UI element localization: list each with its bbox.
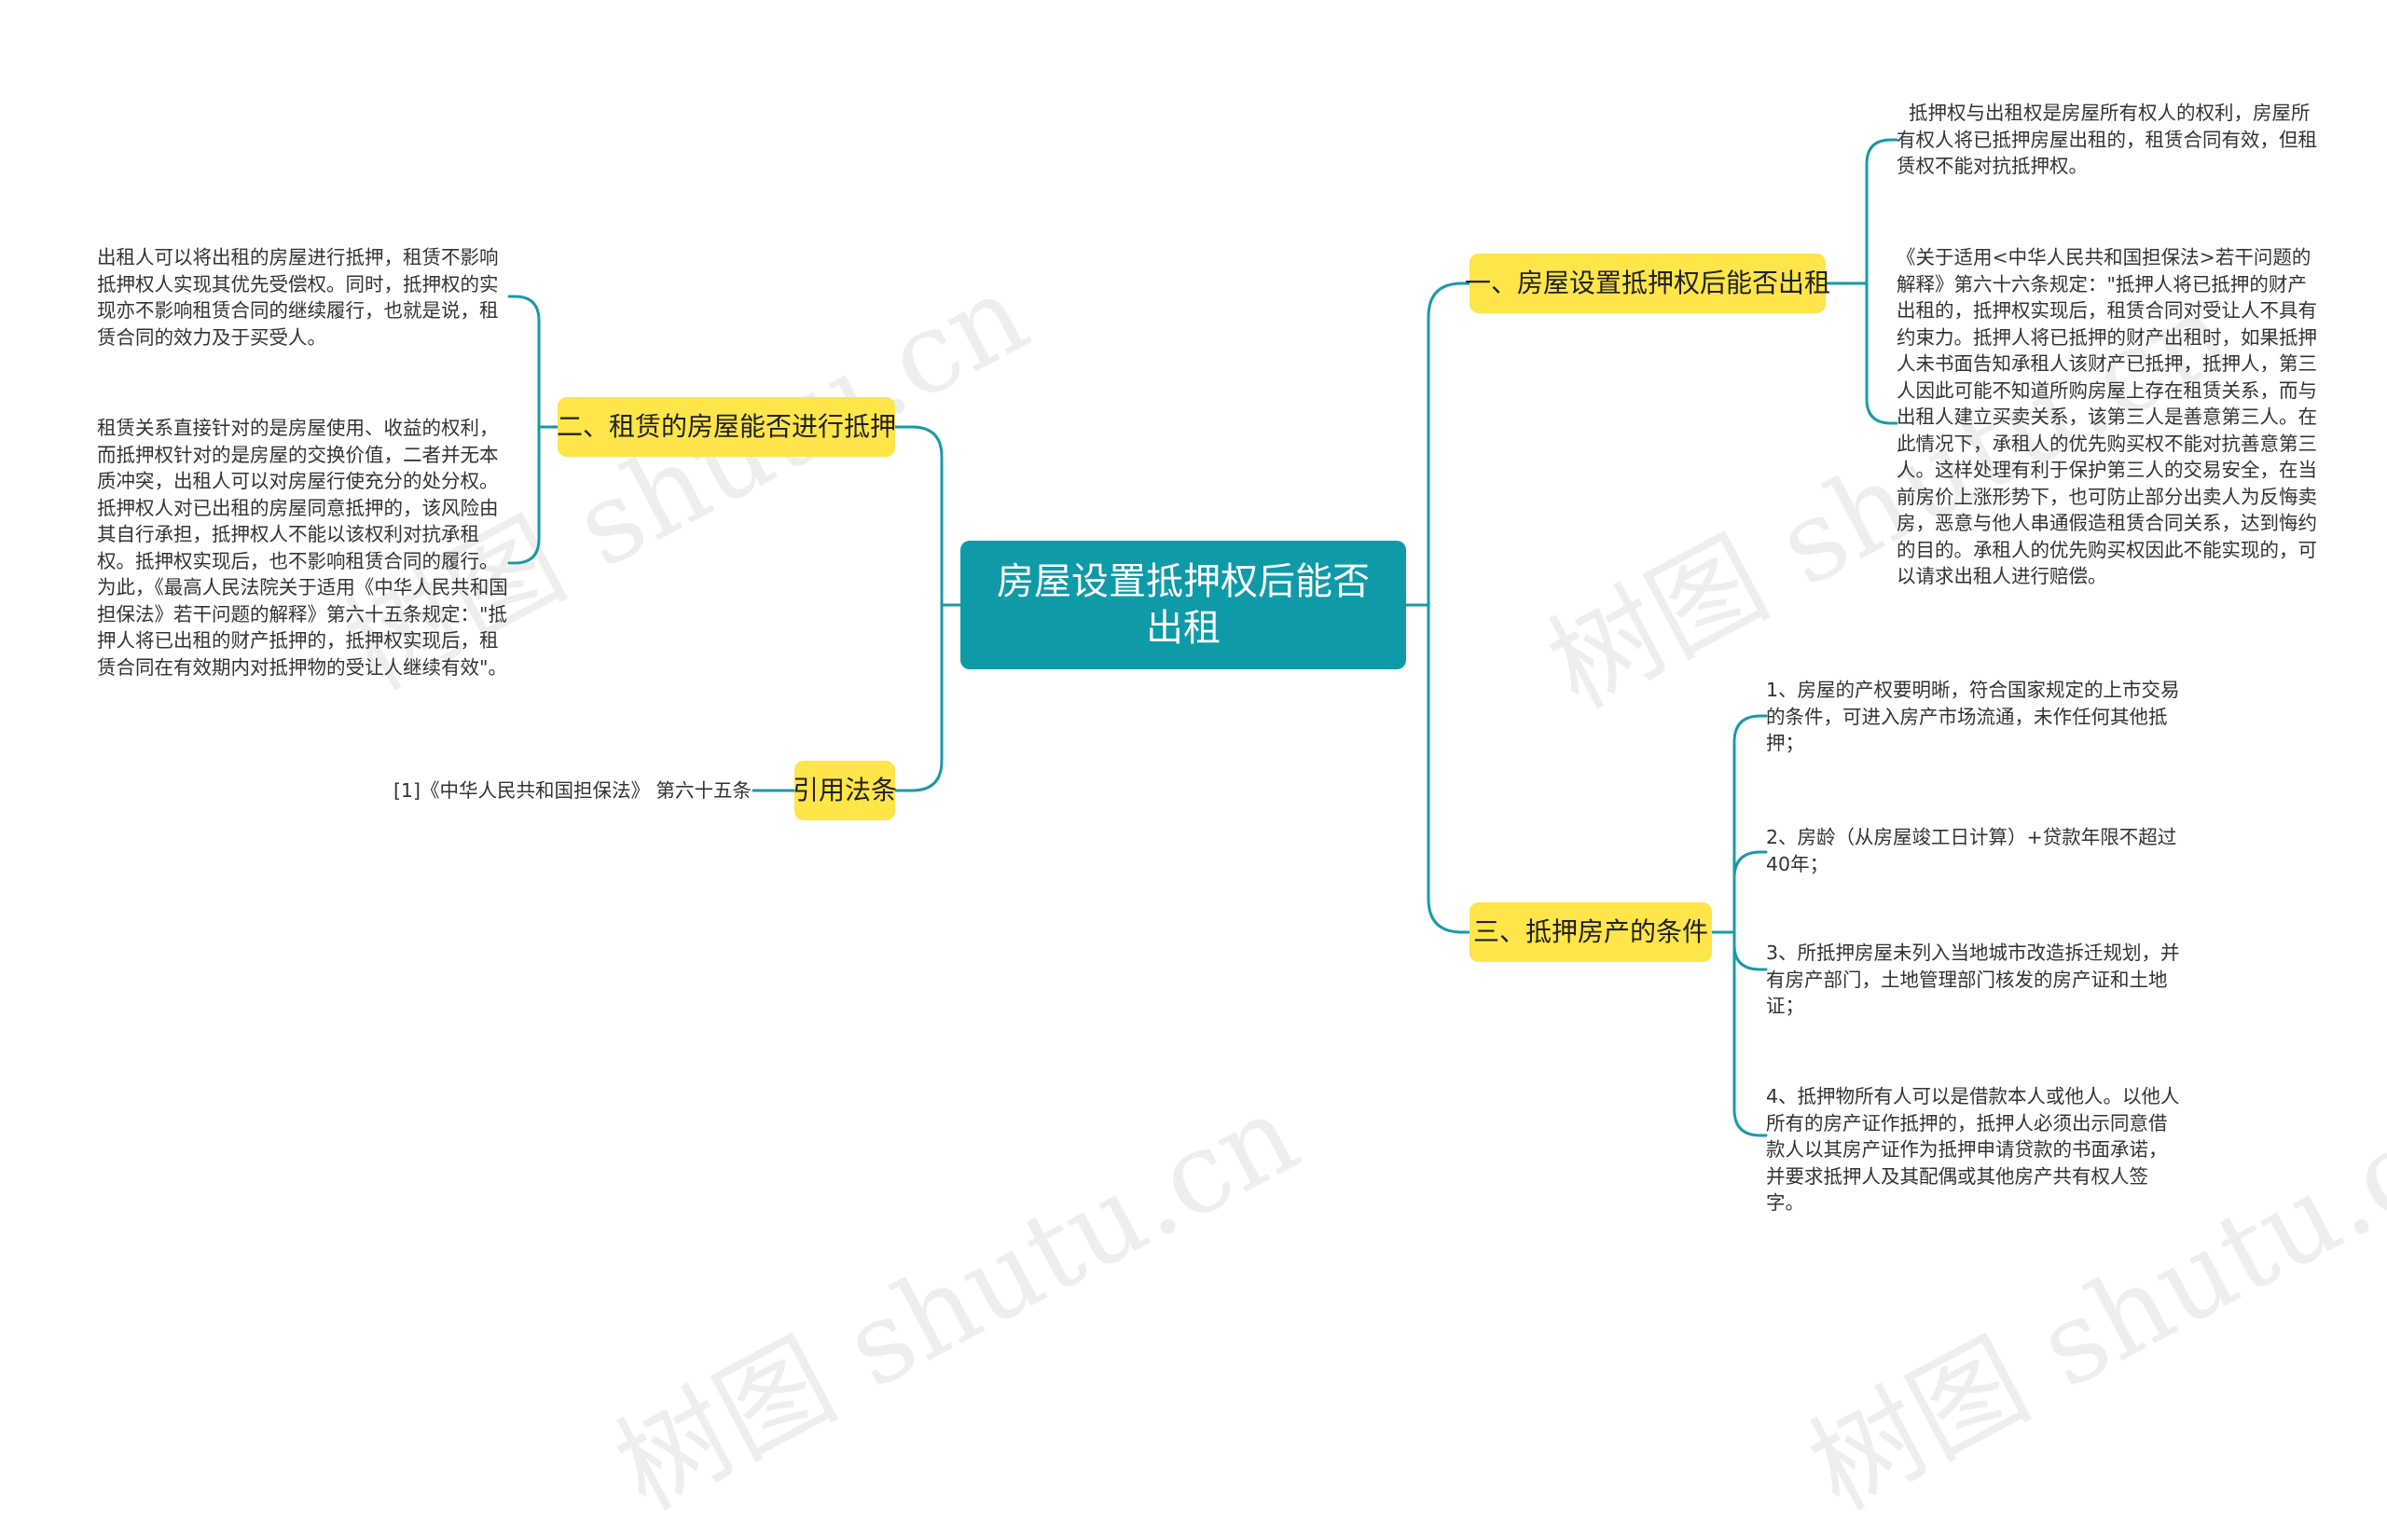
- branch-topic-1[interactable]: 一、房屋设置抵押权后能否出租: [1465, 254, 1830, 313]
- leaf-b4-1: [1]《中华人民共和国担保法》 第六十五条: [393, 779, 752, 802]
- connector-lines: [507, 138, 1898, 1137]
- branch-topic-3[interactable]: 三、抵押房产的条件: [1469, 902, 1712, 962]
- leaf-b2-1: 出租人可以将出租的房屋进行抵押，租赁不影响抵押权人实现其优先受偿权。同时，抵押权…: [97, 246, 499, 349]
- leaf-b1-1: 抵押权与出租权是房屋所有权人的权利，房屋所有权人将已抵押房屋出租的，租赁合同有效…: [1897, 102, 2317, 177]
- leaf-b3-1: 1、房屋的产权要明晰，符合国家规定的上市交易的条件，可进入房产市场流通，未作任何…: [1766, 679, 2180, 754]
- leaf-b3-4: 4、抵押物所有人可以是借款本人或他人。以他人所有的房产证作抵押的，抵押人必须出示…: [1766, 1085, 2180, 1214]
- branch-topic-4[interactable]: 引用法条: [793, 761, 897, 820]
- leaf-b3-3: 3、所抵押房屋未列入当地城市改造拆迁规划，并有房产部门，土地管理部门核发的房产证…: [1766, 942, 2180, 1017]
- leaf-b3-2: 2、房龄（从房屋竣工日计算）+贷款年限不超过40年；: [1766, 826, 2177, 875]
- branch-topic-2[interactable]: 二、租赁的房屋能否进行抵押: [557, 397, 896, 457]
- leaf-b1-2: 《关于适用<中华人民共和国担保法>若干问题的解释》第六十六条规定："抵押人将已抵…: [1897, 246, 2317, 587]
- root-topic[interactable]: 房屋设置抵押权后能否出租: [960, 541, 1406, 669]
- leaf-b2-2: 租赁关系直接针对的是房屋使用、收益的权利，而抵押权针对的是房屋的交换价值，二者并…: [97, 417, 508, 679]
